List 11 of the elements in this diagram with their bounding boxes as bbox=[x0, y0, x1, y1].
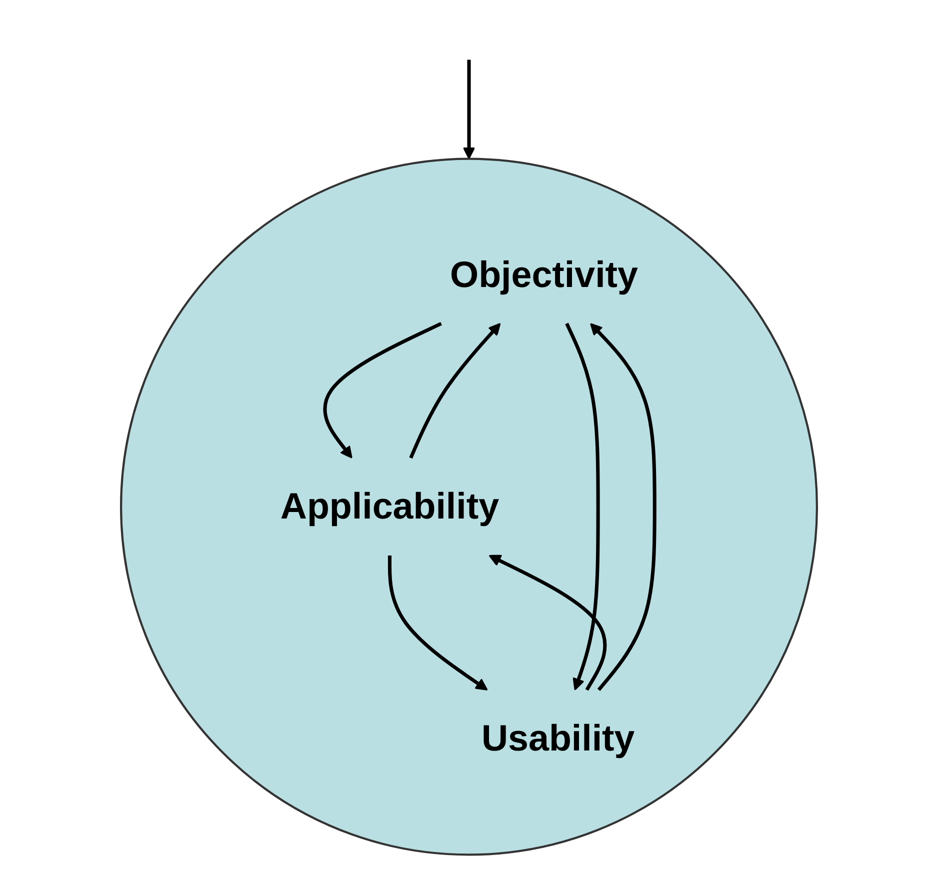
node-text: Usability bbox=[481, 716, 635, 759]
arrow bbox=[462, 59, 476, 159]
arrow bbox=[565, 322, 600, 690]
arrow bbox=[409, 322, 501, 458]
arrow bbox=[323, 321, 442, 458]
node-text: Objectivity bbox=[450, 252, 638, 295]
cluster bbox=[120, 157, 818, 856]
arrow bbox=[488, 554, 607, 690]
arrow bbox=[388, 555, 488, 690]
node-text: Applicability bbox=[280, 484, 500, 527]
arrow bbox=[590, 322, 656, 691]
